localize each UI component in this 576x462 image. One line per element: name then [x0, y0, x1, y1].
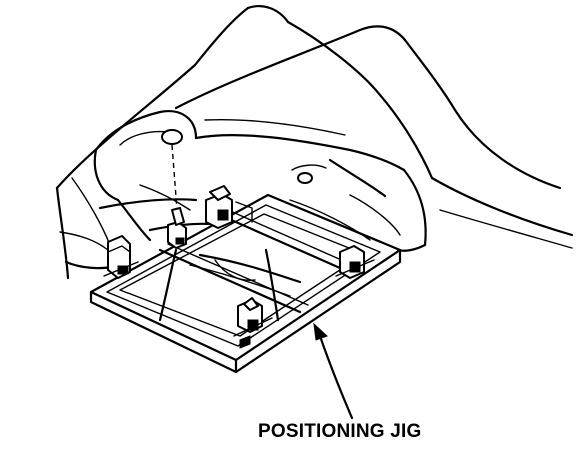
jig-post-front — [233, 297, 273, 349]
jig-post-left — [103, 235, 139, 279]
jig-post-rear-left — [205, 185, 253, 229]
car-body-outline — [55, 5, 574, 280]
jig-post-center — [167, 207, 187, 249]
jig-post-right — [335, 245, 375, 279]
positioning-jig — [89, 193, 402, 374]
leader-arrow — [313, 322, 354, 420]
locator-line — [171, 144, 178, 211]
positioning-jig-label: POSITIONING JIG — [258, 421, 422, 442]
